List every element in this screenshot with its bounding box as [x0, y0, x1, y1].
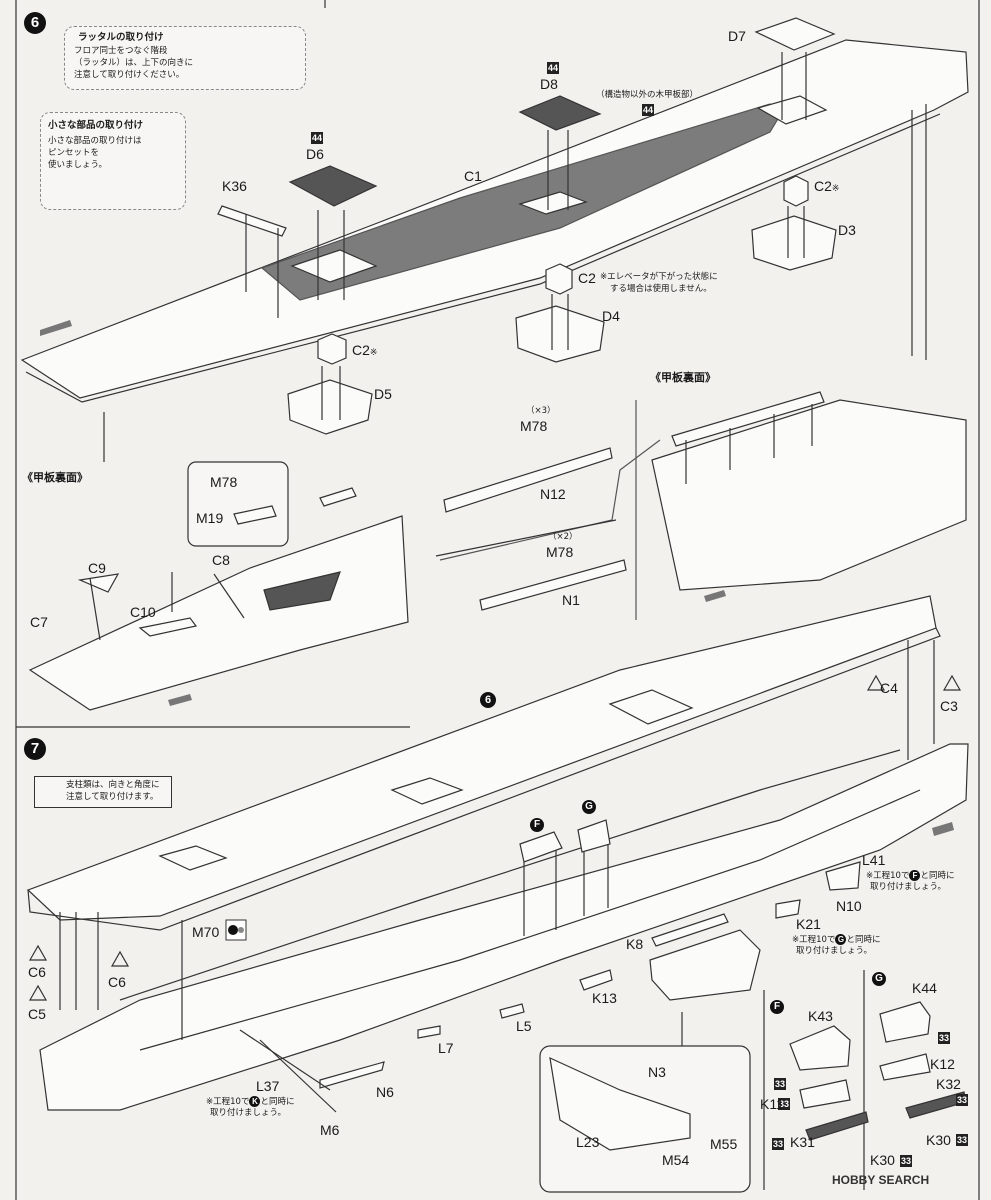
step-6-ref: 6 [480, 692, 496, 708]
g-box-icon: G [872, 972, 886, 986]
paint-badge-d6: 44 [311, 132, 323, 144]
paint-badge-k12: 33 [938, 1032, 950, 1044]
paint-badge-k30a: 33 [956, 1134, 968, 1146]
part-label-m6: M6 [320, 1122, 340, 1138]
paint-badge-k11: 33 [774, 1078, 786, 1090]
part-label-c5: C5 [28, 1006, 46, 1022]
m78-qty-3: （×3） [526, 406, 556, 416]
ladder-note-line1: フロア同士をつなぐ階段 [74, 46, 168, 56]
part-label-k12: K12 [930, 1056, 955, 1072]
k21-note-2: 取り付けましょう。 [796, 946, 872, 956]
paint-badge-k43: 33 [778, 1098, 790, 1110]
part-label-d4: D4 [602, 308, 620, 324]
paint-badge-deck: 44 [642, 104, 654, 116]
part-label-k30-a: K30 [926, 1132, 951, 1148]
part-label-c9: C9 [88, 560, 106, 576]
part-label-c2-a: C2※ [814, 178, 840, 194]
support-warning-1: 支柱類は、向きと角度に [66, 780, 160, 790]
f-circle-icon: F [909, 870, 921, 881]
part-label-d3: D3 [838, 222, 856, 238]
small-parts-title: 小さな部品の取り付け [48, 120, 144, 131]
paint-badge-k31: 33 [772, 1138, 784, 1150]
part-label-d7: D7 [728, 28, 746, 44]
part-label-k31: K31 [790, 1134, 815, 1150]
part-label-m78-b: M78 [546, 544, 574, 560]
part-label-m55: M55 [710, 1136, 738, 1152]
part-label-m70: M70 [192, 924, 220, 940]
part-label-k21: K21 [796, 916, 821, 932]
part-label-k8: K8 [626, 936, 644, 952]
step-7-marker: 7 [24, 738, 46, 760]
support-warning-box [34, 776, 172, 808]
ladder-note-box [64, 26, 306, 90]
f-marker-icon: F [530, 818, 544, 832]
part-label-k43: K43 [808, 1008, 833, 1024]
ladder-note-line2: （ラッタル）は、上下の向きに [74, 58, 194, 68]
part-label-m78-a: M78 [520, 418, 548, 434]
paint-badge-k32: 33 [956, 1094, 968, 1106]
part-label-l5: L5 [516, 1018, 532, 1034]
part-label-l7: L7 [438, 1040, 454, 1056]
part-label-n12: N12 [540, 486, 566, 502]
step-6-marker: 6 [24, 12, 46, 34]
paint-badge-k30b: 33 [900, 1155, 912, 1167]
part-label-c8: C8 [212, 552, 230, 568]
part-label-k32: K32 [936, 1076, 961, 1092]
l41-note-2: 取り付けましょう。 [870, 882, 946, 892]
part-label-m19: M19 [196, 510, 224, 526]
part-label-l41: L41 [862, 852, 886, 868]
m78-qty-2: （×2） [548, 532, 578, 542]
part-label-n1: N1 [562, 592, 580, 608]
support-warning-2: 注意して取り付けます。 [66, 792, 159, 802]
part-label-n10: N10 [836, 898, 862, 914]
part-label-k30-b: K30 [870, 1152, 895, 1168]
small-parts-note-box [40, 112, 186, 210]
elevator-note-1: ※エレベータが下がった状態に [600, 272, 718, 282]
small-parts-line3: 使いましょう。 [48, 160, 107, 170]
part-label-c6-b: C6 [108, 974, 126, 990]
paint-icon [225, 919, 247, 941]
part-label-d6: D6 [306, 146, 324, 162]
ladder-note-title: ラッタルの取り付け [78, 32, 164, 43]
paint-badge-d8: 44 [547, 62, 559, 74]
part-label-c1: C1 [464, 168, 482, 184]
part-label-k44: K44 [912, 980, 937, 996]
part-label-k36: K36 [222, 178, 247, 194]
part-label-c2-c: C2※ [352, 342, 378, 358]
part-label-d8: D8 [540, 76, 558, 92]
part-label-l23: L23 [576, 1134, 600, 1150]
part-label-n3: N3 [648, 1064, 666, 1080]
elevator-note-2: する場合は使用しません。 [610, 284, 712, 294]
part-label-c4: C4 [880, 680, 898, 696]
part-label-k11: K11 [760, 1096, 784, 1112]
part-label-c7: C7 [30, 614, 48, 630]
g-marker-icon: G [582, 800, 596, 814]
g-circle-icon: G [835, 934, 847, 945]
small-parts-line2: ピンセットを [48, 148, 100, 158]
small-parts-line1: 小さな部品の取り付けは [48, 136, 142, 146]
watermark: HOBBY SEARCH [832, 1173, 930, 1187]
f-box-icon: F [770, 1000, 784, 1014]
k-circle-icon: K [249, 1096, 261, 1107]
underside-label-right: 《甲板裏面》 [650, 372, 716, 384]
part-label-n6: N6 [376, 1084, 394, 1100]
part-label-c2-b: C2 [578, 270, 596, 286]
part-label-k13: K13 [592, 990, 617, 1006]
wood-deck-note: （構造物以外の木甲板部） [596, 90, 699, 100]
part-label-l37: L37 [256, 1078, 280, 1094]
part-label-m54: M54 [662, 1152, 690, 1168]
part-label-m78-c: M78 [210, 474, 238, 490]
part-label-c3: C3 [940, 698, 958, 714]
ladder-note-line3: 注意して取り付けください。 [74, 70, 185, 80]
part-label-d5: D5 [374, 386, 392, 402]
l37-note-2: 取り付けましょう。 [210, 1108, 286, 1118]
part-label-c6-a: C6 [28, 964, 46, 980]
underside-label-left: 《甲板裏面》 [22, 472, 88, 484]
part-label-c10: C10 [130, 604, 156, 620]
